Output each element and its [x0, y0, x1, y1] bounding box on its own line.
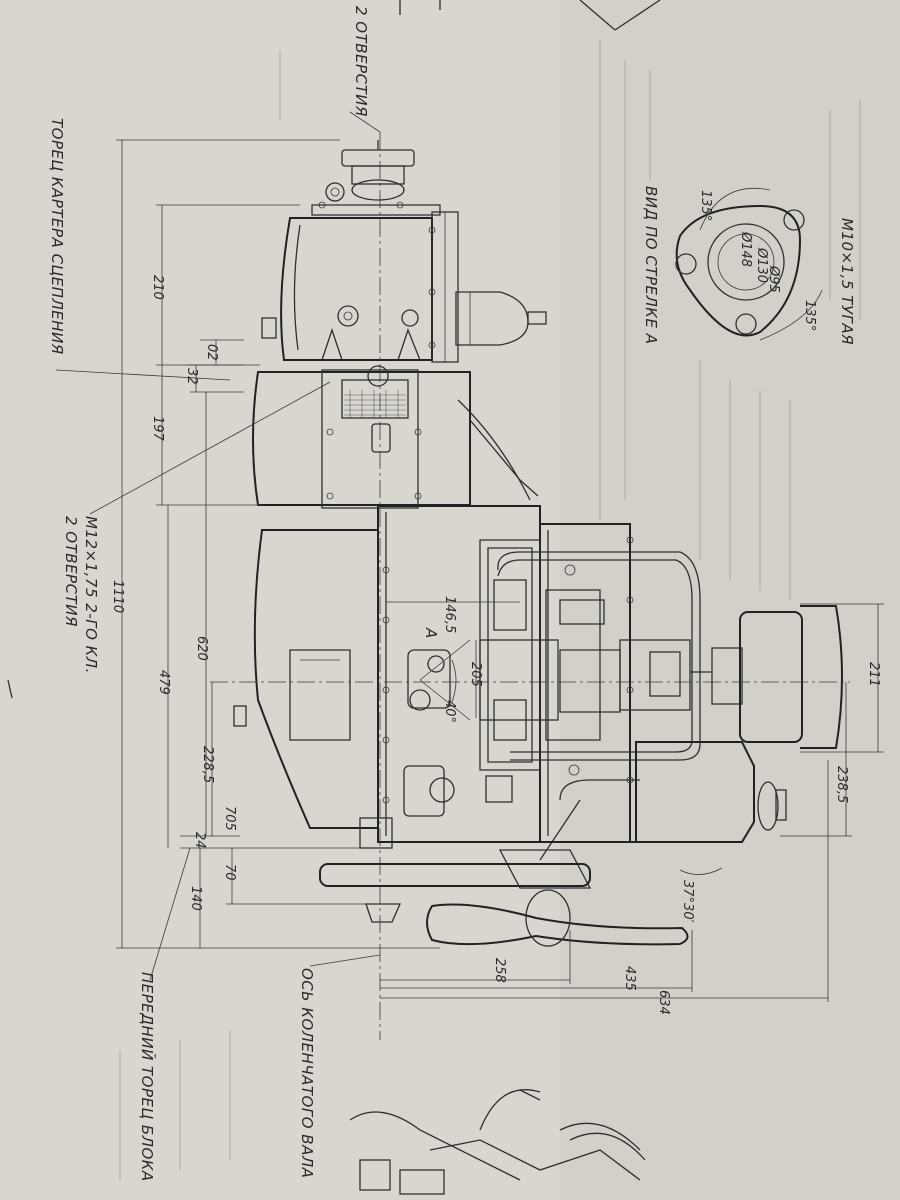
label-block-front-face: ПЕРЕДНИЙ ТОРЕЦ БЛОКА [138, 972, 157, 1182]
dim-135-left: 135° [698, 190, 713, 221]
dim-705: 705 [222, 806, 237, 831]
pencil-mark [7, 679, 13, 699]
view-a-flange [675, 188, 823, 341]
dim-dia-130: Ø130 [754, 247, 769, 283]
dim-140: 140 [188, 886, 203, 911]
label-thread-m12: М12×1,75 2-ГО КЛ. [82, 516, 100, 674]
top-fragment [399, 0, 661, 31]
dim-1110: 1110 [110, 580, 125, 613]
dim-146-5: 146,5 [442, 596, 457, 633]
dim-228-5: 228,5 [200, 746, 215, 783]
label-two-holes-top: 2 ОТВЕРСТИЯ [352, 6, 370, 117]
dim-620: 620 [194, 636, 209, 661]
dim-479: 479 [156, 670, 171, 695]
label-arrow-a: А [422, 627, 440, 639]
dim-435: 435 [622, 966, 637, 991]
dim-70: 70 [222, 864, 237, 881]
label-crankshaft-axis: ОСЬ КОЛЕНЧАТОГО ВАЛА [298, 968, 316, 1178]
center-lines [210, 132, 850, 1040]
dim-32: 32 [184, 368, 199, 385]
bleed-through-text [119, 40, 861, 1180]
dim-37-30: 37°30′ [680, 880, 695, 923]
leader-lines [55, 111, 381, 981]
paper-shade [560, 0, 900, 1200]
dim-dia-148: Ø148 [738, 231, 753, 267]
label-thread-m12-holes: 2 ОТВЕРСТИЯ [62, 516, 80, 627]
dim-238-5: 238,5 [834, 766, 849, 803]
dim-02: 02 [204, 344, 219, 361]
bottom-fragment [349, 1089, 646, 1195]
gearbox [261, 140, 547, 363]
label-clutch-housing-face: ТОРЕЦ КАРТЕРА СЦЕПЛЕНИЯ [48, 118, 66, 355]
inspection-grille [344, 390, 406, 418]
dim-205: 205 [468, 662, 483, 687]
dim-40: 40° [442, 700, 457, 723]
dim-210: 210 [150, 275, 165, 300]
dim-211: 211 [866, 662, 881, 687]
label-thread-m10: М10×1,5 ТУГАЯ [838, 218, 856, 345]
dim-258: 258 [492, 958, 507, 983]
label-view-arrow-a: ВИД ПО СТРЕЛКЕ А [642, 186, 660, 344]
dim-135-right: 135° [802, 300, 817, 331]
dim-dia-95: Ø95 [766, 265, 781, 293]
dim-197: 197 [150, 416, 165, 442]
clutch-housing [252, 365, 539, 509]
dimension-lines [116, 139, 884, 1002]
dim-24: 24 [192, 832, 207, 849]
engine-block [233, 505, 843, 947]
dim-634: 634 [656, 990, 671, 1015]
